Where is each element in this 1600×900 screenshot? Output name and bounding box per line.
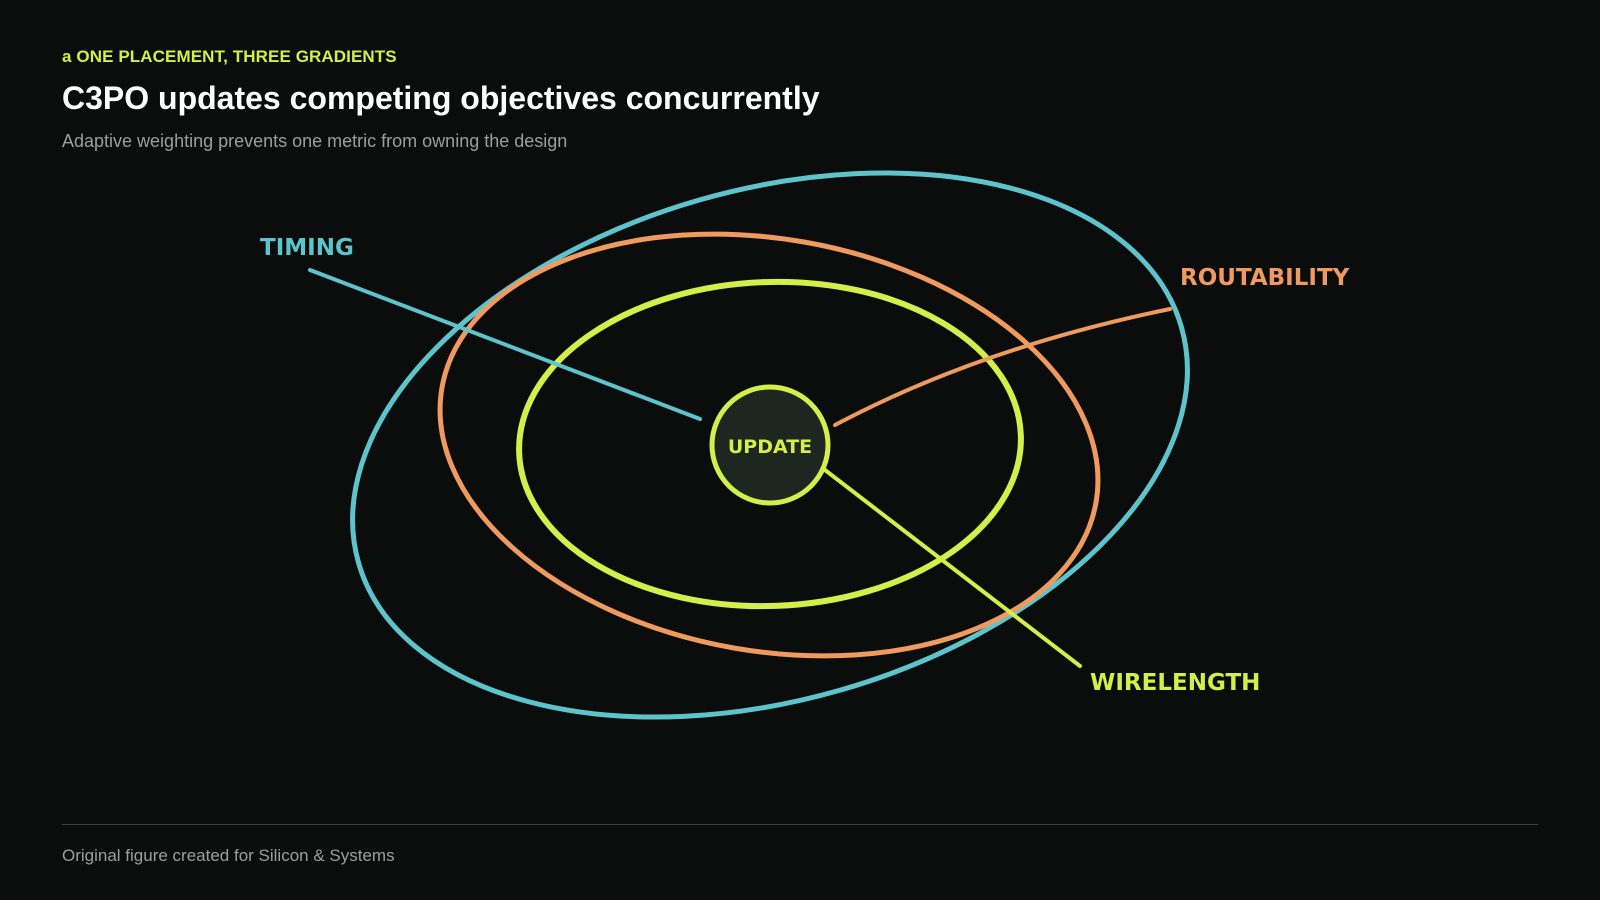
- timing-gradient-line: [308, 268, 702, 421]
- routability-contour: [437, 231, 1101, 659]
- timing-label: TIMING: [260, 235, 354, 261]
- figure-eyebrow: a ONE PLACEMENT, THREE GRADIENTS: [62, 47, 397, 66]
- wirelength-gradient-line: [823, 468, 1082, 668]
- page-subtitle: Adaptive weighting prevents one metric f…: [62, 131, 568, 151]
- routability-label: ROUTABILITY: [1180, 265, 1350, 291]
- routability-gradient-line: [833, 307, 1172, 427]
- wirelength-label: WIRELENGTH: [1090, 670, 1260, 696]
- wirelength-contour: [516, 278, 1024, 610]
- page-title: C3PO updates competing objectives concur…: [62, 80, 820, 116]
- timing-contour: [350, 170, 1190, 720]
- footer-divider: [62, 824, 1538, 825]
- footer-credit: Original figure created for Silicon & Sy…: [62, 846, 395, 865]
- update-node: [709, 384, 831, 506]
- update-node-label: UPDATE: [728, 436, 812, 458]
